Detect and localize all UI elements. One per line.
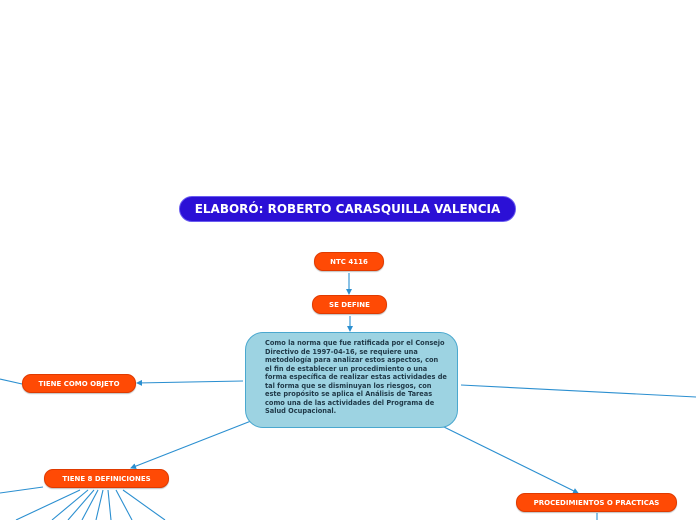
central-definition-text: Como la norma que fue ratificada por el … [265, 339, 447, 415]
link-central-to-procedimientos [443, 426, 579, 494]
procedimientos-label: PROCEDIMIENTOS O PRACTICAS [533, 498, 660, 507]
ntc-4116-label: NTC 4116 [330, 257, 368, 266]
procedimientos-node[interactable]: PROCEDIMIENTOS O PRACTICAS [516, 493, 677, 512]
link-definiciones-offscreen-left [0, 486, 44, 494]
tiene-como-objeto-label: TIENE COMO OBJETO [38, 379, 120, 388]
author-title-label: ELABORÓ: ROBERTO CARASQUILLA VALENCIA [194, 202, 501, 216]
link-central-offscreen-right [460, 384, 696, 398]
ntc-4116-node[interactable]: NTC 4116 [314, 252, 384, 271]
branch-line [115, 489, 133, 520]
se-define-node[interactable]: SE DEFINE [312, 295, 387, 314]
branch-line [95, 489, 104, 520]
central-definition-node[interactable]: Como la norma que fue ratificada por el … [245, 332, 458, 428]
branch-line [15, 489, 81, 520]
tiene-8-definiciones-node[interactable]: TIENE 8 DEFINICIONES [44, 469, 169, 488]
tiene-como-objeto-node[interactable]: TIENE COMO OBJETO [22, 374, 136, 393]
link-central-to-objeto [136, 379, 244, 386]
link-central-to-definiciones [130, 420, 252, 469]
branch-line [67, 489, 95, 520]
branch-line [107, 489, 112, 520]
branch-line [51, 489, 89, 520]
link-objeto-offscreen [0, 378, 23, 385]
author-title-node[interactable]: ELABORÓ: ROBERTO CARASQUILLA VALENCIA [179, 196, 516, 222]
tiene-8-definiciones-label: TIENE 8 DEFINICIONES [62, 474, 151, 483]
branch-line [81, 489, 99, 520]
se-define-label: SE DEFINE [329, 300, 370, 309]
branch-line [122, 489, 166, 520]
